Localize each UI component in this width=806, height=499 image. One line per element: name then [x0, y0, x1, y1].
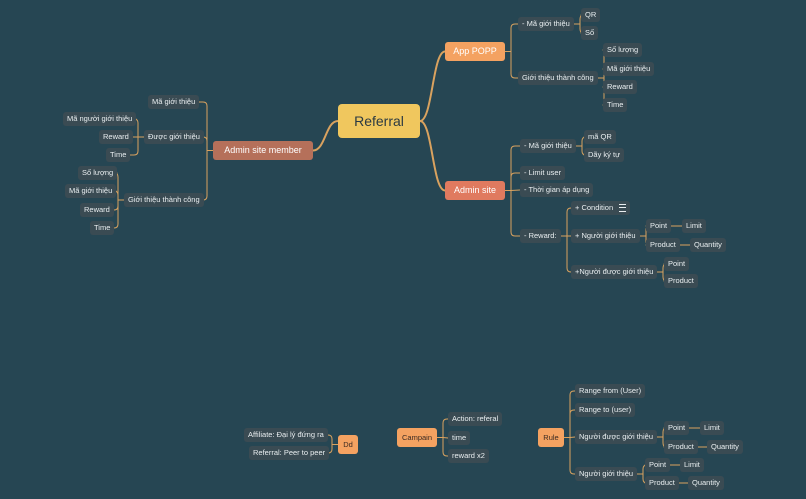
as-nguoi-dgt-node[interactable]: +Người được giới thiệu: [571, 265, 658, 279]
app-gtc-ma-node[interactable]: Mã giới thiệu: [603, 62, 655, 76]
link-campain-2: [442, 437, 449, 457]
am-gtc-ma-node[interactable]: Mã giới thiệu: [65, 184, 117, 198]
am-gtc-reward-node[interactable]: Reward: [80, 203, 114, 217]
r-ngt-node[interactable]: Người giới thiệu: [575, 467, 638, 481]
as-ma-gioi-thieu-node[interactable]: - Mã giới thiệu: [520, 139, 576, 153]
as-day-ky-tu-node[interactable]: Dãy ký tự: [584, 148, 625, 162]
link-dd-0: [327, 434, 333, 445]
r-ngt-limit-node[interactable]: Limit: [680, 458, 704, 472]
root-node[interactable]: Referral: [338, 104, 420, 138]
campain-node[interactable]: Campain: [397, 428, 437, 447]
dd-affiliate-node[interactable]: Affiliate: Đại lý đứng ra: [244, 428, 328, 442]
link-app-0: [510, 23, 519, 52]
r-ndgt-limit-node[interactable]: Limit: [700, 421, 724, 435]
as-ngt-quantity-node[interactable]: Quantity: [690, 238, 726, 252]
r-ngt-product-node[interactable]: Product: [645, 476, 679, 490]
link-as-2: [510, 189, 521, 191]
c-reward-node[interactable]: reward x2: [448, 449, 489, 463]
as-ngt-limit-node[interactable]: Limit: [682, 219, 706, 233]
app-gtc-reward-node[interactable]: Reward: [603, 80, 637, 94]
app-gtc-time-node[interactable]: Time: [603, 98, 628, 112]
app-qr-node[interactable]: QR: [581, 8, 601, 22]
link-as-3: [510, 190, 521, 237]
am-gtc-time-node[interactable]: Time: [90, 221, 115, 235]
as-condition-node[interactable]: + Condition: [571, 201, 631, 215]
link-as-reward-0: [566, 207, 572, 237]
dd-referral-node[interactable]: Referral: Peer to peer: [249, 446, 330, 460]
as-ndgt-product-node[interactable]: Product: [664, 274, 698, 288]
am-dgt-reward-node[interactable]: Reward: [99, 130, 133, 144]
app-ma-gioi-thieu-node[interactable]: - Mã giới thiệu: [518, 17, 574, 31]
link-am-2: [202, 150, 208, 201]
as-ngt-product-node[interactable]: Product: [646, 238, 680, 252]
as-limit-user-node[interactable]: - Limit user: [520, 166, 566, 180]
am-gtc-so-luong-node[interactable]: Số lượng: [78, 166, 118, 180]
admin-site-node[interactable]: Admin site: [445, 181, 505, 200]
as-thoi-gian-node[interactable]: - Thời gian áp dụng: [520, 183, 594, 197]
link-as-reward-2: [566, 235, 572, 273]
link-rule-2: [569, 436, 576, 438]
dd-node[interactable]: Dd: [338, 435, 358, 454]
link-campain-0: [442, 418, 449, 438]
link-root-admin-site: [419, 120, 446, 192]
am-ma-gioi-thieu-node[interactable]: Mã giới thiệu: [148, 95, 200, 109]
r-ngt-point-node[interactable]: Point: [645, 458, 671, 472]
as-condition-label: + Condition: [575, 203, 614, 213]
link-rule-0: [569, 390, 576, 438]
link-am-gtc-2: [113, 199, 119, 211]
c-action-node[interactable]: Action: referal: [448, 412, 503, 426]
as-ngt-point-node[interactable]: Point: [646, 219, 672, 233]
admin-member-node[interactable]: Admin site member: [213, 141, 313, 160]
rule-node[interactable]: Rule: [538, 428, 564, 447]
link-as-0: [510, 145, 521, 191]
app-popp-node[interactable]: App POPP: [445, 42, 505, 61]
link-as-1: [510, 172, 521, 191]
as-ma-qr-node[interactable]: mã QR: [584, 130, 616, 144]
r-ngt-quantity-node[interactable]: Quantity: [688, 476, 724, 490]
r-ndgt-point-node[interactable]: Point: [664, 421, 690, 435]
r-ndgt-quantity-node[interactable]: Quantity: [707, 440, 743, 454]
am-gtc-node[interactable]: Giới thiệu thành công: [124, 193, 204, 207]
app-gtc-node[interactable]: Giới thiệu thành công: [518, 71, 598, 85]
link-campain-1: [442, 437, 449, 439]
am-dgt-time-node[interactable]: Time: [106, 148, 131, 162]
as-ndgt-point-node[interactable]: Point: [664, 257, 690, 271]
link-rule-1: [569, 409, 576, 438]
c-time-node[interactable]: time: [448, 431, 471, 445]
link-root-app-popp: [419, 50, 446, 122]
am-duoc-gt-node[interactable]: Được giới thiệu: [144, 130, 204, 144]
as-nguoi-gt-node[interactable]: + Người giới thiệu: [571, 229, 640, 243]
r-range-from-node[interactable]: Range from (User): [575, 384, 646, 398]
link-am-dgt-2: [129, 136, 139, 156]
app-so-node[interactable]: Số: [581, 26, 599, 40]
link-rule-3: [569, 437, 576, 475]
link-root-admin-member: [312, 120, 339, 152]
link-am-0: [198, 101, 208, 151]
app-gtc-so-luong-node[interactable]: Số lượng: [603, 43, 643, 57]
r-range-to-node[interactable]: Range to (user): [575, 403, 636, 417]
note-icon[interactable]: [619, 204, 627, 212]
am-dgt-ma-nguoi-node[interactable]: Mã người giới thiệu: [63, 112, 137, 126]
as-reward-node[interactable]: - Reward:: [520, 229, 561, 243]
r-ndgt-product-node[interactable]: Product: [664, 440, 698, 454]
link-app-1: [510, 51, 519, 79]
link-am-gtc-3: [113, 199, 119, 229]
r-ndgt-node[interactable]: Người được giới thiệu: [575, 430, 657, 444]
